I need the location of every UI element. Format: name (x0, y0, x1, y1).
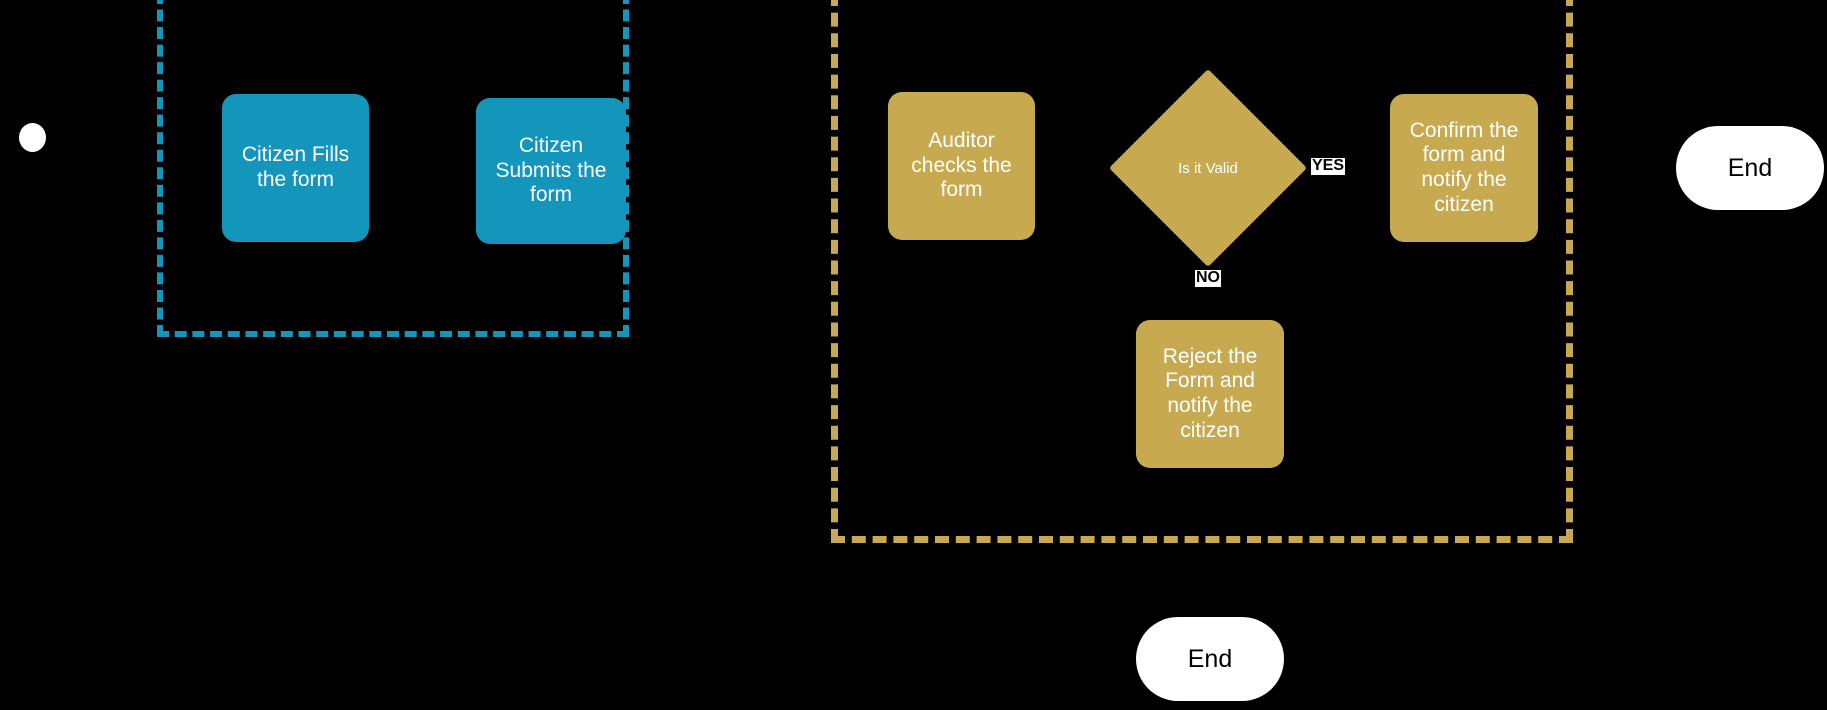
end-event-label: End (1187, 644, 1233, 673)
start-event-circle[interactable] (19, 123, 46, 152)
task-label: Citizen Fills the form (241, 143, 350, 191)
task-citizen-fills-form[interactable]: Citizen Fills the form (222, 94, 369, 242)
decision-label: Is it Valid (1178, 159, 1238, 177)
end-event-bottom[interactable]: End (1136, 617, 1284, 701)
edge-label-no: NO (1195, 269, 1221, 287)
task-confirm-form[interactable]: Confirm the form and notify the citizen (1390, 94, 1538, 242)
decision-is-it-valid[interactable]: Is it Valid (1109, 69, 1307, 267)
task-label: Reject the Form and notify the citizen (1162, 344, 1258, 442)
task-label: Auditor checks the form (911, 129, 1012, 202)
task-auditor-checks-form[interactable]: Auditor checks the form (888, 92, 1035, 240)
end-event-top[interactable]: End (1676, 126, 1824, 210)
task-reject-form[interactable]: Reject the Form and notify the citizen (1136, 320, 1284, 468)
task-label: Confirm the form and notify the citizen (1409, 118, 1519, 216)
edge-label-yes: YES (1311, 157, 1346, 175)
end-event-label: End (1727, 153, 1773, 182)
task-citizen-submits-form[interactable]: Citizen Submits the form (476, 98, 626, 244)
citizen-lane-container (157, 0, 629, 337)
task-label: Citizen Submits the form (495, 134, 607, 207)
auditor-lane-container (831, 0, 1573, 543)
